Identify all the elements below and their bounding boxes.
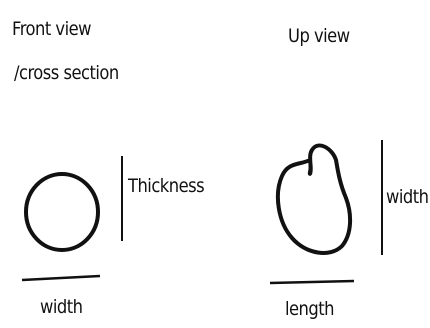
cross-section-circle <box>26 174 98 250</box>
thickness-label: Thickness <box>128 175 204 197</box>
up-width-label: width <box>386 186 428 208</box>
front-view-subtitle: /cross section <box>14 62 119 84</box>
top-view-shape <box>278 145 350 253</box>
up-view-title: Up view <box>288 25 350 47</box>
front-view-title: Front view <box>12 18 91 40</box>
front-width-label: width <box>40 296 82 318</box>
front-width-measure-line <box>22 276 100 280</box>
length-label: length <box>285 298 334 320</box>
length-measure-line <box>270 281 354 283</box>
